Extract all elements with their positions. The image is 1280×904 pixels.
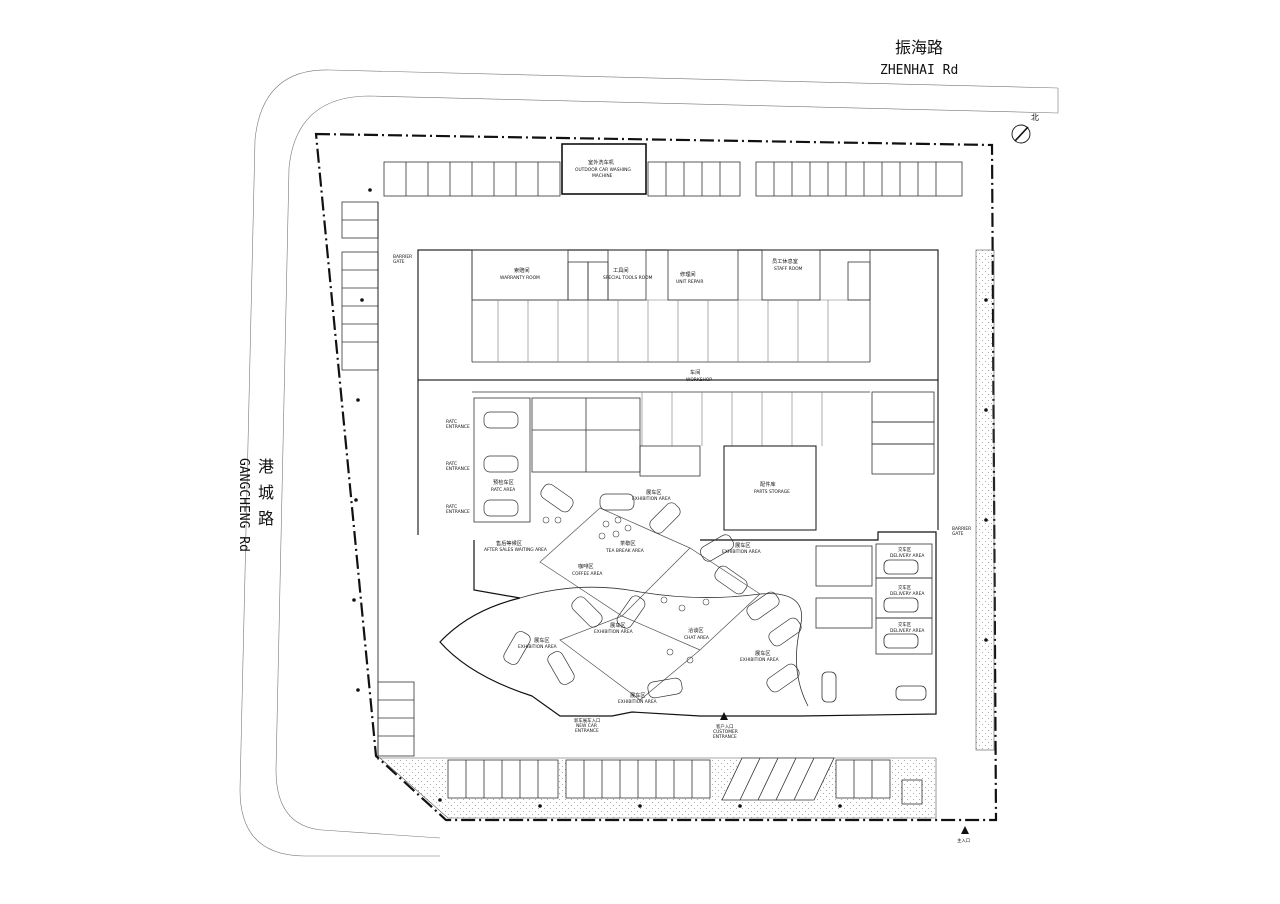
after-sales-label-en: AFTER SALES WAITING AREA <box>484 547 547 553</box>
north-arrow-icon <box>1011 124 1031 144</box>
outdoor-car-wash-label-en2: MACHINE <box>592 173 613 179</box>
tea-label-en: TEA BREAK AREA <box>605 548 644 554</box>
parts-storage <box>723 445 817 531</box>
tea-label-cn: 茶歇区 <box>620 539 636 547</box>
exhibition-label-5-cn: 展车区 <box>755 649 771 657</box>
workshop-label-cn: 车间 <box>690 368 700 376</box>
chat-label-cn: 洽谈区 <box>688 626 704 634</box>
west-road-name-cn-group: 港 城 路 <box>258 457 274 528</box>
road-outlines <box>239 69 1059 857</box>
staff-room-label-cn: 员工休息室 <box>772 257 798 265</box>
main-entrance-arrow-icon <box>961 826 969 834</box>
ratc-entrance-3-en1: RATC <box>446 504 457 510</box>
unit-repair-label-en: UNIT REPAIR <box>676 279 703 285</box>
boundary-bollards <box>352 188 988 808</box>
customer-entrance-label-en2: ENTRANCE <box>713 734 737 740</box>
customer-entrance-label-cn: 客户入口 <box>716 723 734 730</box>
east-rooms <box>871 391 935 475</box>
parts-label-en: PARTS STORAGE <box>754 489 790 495</box>
ratc-label-cn: 预检车区 <box>493 478 514 486</box>
barrier-gate-west-en2: GATE <box>393 259 405 265</box>
exhibition-cars <box>503 483 802 699</box>
exhibition-diamond <box>539 507 761 701</box>
outdoor-car-wash-label-cn: 室外洗车机 <box>588 158 615 166</box>
warranty-label-cn: 索赔间 <box>514 266 530 274</box>
ratc-entrance-1-en1: RATC <box>446 419 457 425</box>
showroom-outline <box>439 531 937 717</box>
exhibition-label-1-en: EXHIBITION AREA <box>632 496 671 502</box>
exhibition-label-3-en: EXHIBITION AREA <box>594 629 633 635</box>
exhibition-label-1-cn: 展车区 <box>646 488 662 496</box>
lounge-furniture <box>542 516 710 664</box>
customer-entrance-arrow-icon <box>720 712 728 720</box>
ratc-entrance-2-en1: RATC <box>446 461 457 467</box>
new-car-entrance-label-cn: 新车展车入口 <box>574 717 600 724</box>
delivery-label-3-cn: 交车区 <box>898 621 912 628</box>
exhibition-label-3-cn: 展车区 <box>610 621 626 629</box>
exhibition-label-6-en: EXHIBITION AREA <box>618 699 657 705</box>
warranty-label-en: WARRANTY ROOM <box>500 275 540 281</box>
exhibition-label-4-cn: 展车区 <box>534 636 550 644</box>
delivery-label-2-cn: 交车区 <box>898 584 912 591</box>
delivery-bays <box>875 543 933 655</box>
exhibition-label-4-en: EXHIBITION AREA <box>518 644 557 650</box>
workshop-bays <box>497 300 829 446</box>
ratc-entrance-3-en2: ENTRANCE <box>446 509 470 515</box>
site-boundary <box>314 132 998 822</box>
svg-text:港: 港 <box>258 457 274 476</box>
parts-label-cn: 配件库 <box>760 480 776 488</box>
svg-text:城: 城 <box>258 483 274 502</box>
delivery-label-1-en: DELIVERY AREA <box>890 553 924 559</box>
west-road-name-en: GANGCHENG Rd <box>236 458 251 552</box>
ratc-label-en: RATC AREA <box>491 487 515 493</box>
north-road-name-en: ZHENHAI Rd <box>880 63 958 78</box>
north-road-name-cn: 振海路 <box>895 38 943 57</box>
barrier-gate-west-en1: BARRIER <box>393 254 412 260</box>
workshop-label-en: WORKSHOP <box>686 377 712 383</box>
delivery-label-2-en: DELIVERY AREA <box>890 591 924 597</box>
special-tools-label-cn: 工具间 <box>613 266 629 274</box>
main-entrance-label: 主入口 <box>957 837 970 844</box>
south-parking <box>447 757 923 805</box>
ratc-entrance-1-en2: ENTRANCE <box>446 424 470 430</box>
outdoor-car-wash-label-en1: OUTDOOR CAR WASHING <box>575 167 631 173</box>
office-block <box>531 397 701 477</box>
coffee-label-cn: 咖啡区 <box>578 562 594 570</box>
new-car-entrance-label-en2: ENTRANCE <box>575 728 599 734</box>
exhibition-label-2-cn: 展车区 <box>735 541 751 549</box>
west-parking <box>341 201 415 760</box>
west-road-label: GANGCHENG Rd <box>236 458 251 552</box>
staff-room-label-en: STAFF ROOM <box>774 266 803 272</box>
southeast-rooms <box>815 545 927 703</box>
north-mark: 北 <box>1031 113 1039 122</box>
showroom-curved-wall <box>519 586 809 707</box>
special-tools-label-en: SPECIAL TOOLS ROOM <box>603 275 653 281</box>
after-sales-label-cn: 售后等候区 <box>496 539 522 547</box>
svg-text:路: 路 <box>258 509 274 528</box>
coffee-label-en: COFFEE AREA <box>572 571 602 577</box>
ratc-entrance-2-en2: ENTRANCE <box>446 466 470 472</box>
outdoor-car-wash <box>561 143 647 195</box>
barrier-gate-east-en2: GATE <box>952 531 964 537</box>
exhibition-label-5-en: EXHIBITION AREA <box>740 657 779 663</box>
chat-label-en: CHAT AREA <box>684 635 709 641</box>
planting-strip-east <box>975 249 995 751</box>
unit-repair-label-cn: 修理间 <box>680 270 696 278</box>
new-car-entrance-label-en1: NEW CAR <box>576 723 597 729</box>
delivery-label-3-en: DELIVERY AREA <box>890 628 924 634</box>
customer-entrance-label-en1: CUSTOMER <box>713 729 738 735</box>
ratc-area <box>473 397 531 523</box>
delivery-label-1-cn: 交车区 <box>898 546 912 553</box>
exhibition-label-2-en: EXHIBITION AREA <box>722 549 761 555</box>
exhibition-label-6-cn: 展车区 <box>630 691 646 699</box>
north-parking-rows <box>383 161 963 197</box>
barrier-gate-east-en1: BARRIER <box>952 526 971 532</box>
north-rooms <box>471 249 871 301</box>
